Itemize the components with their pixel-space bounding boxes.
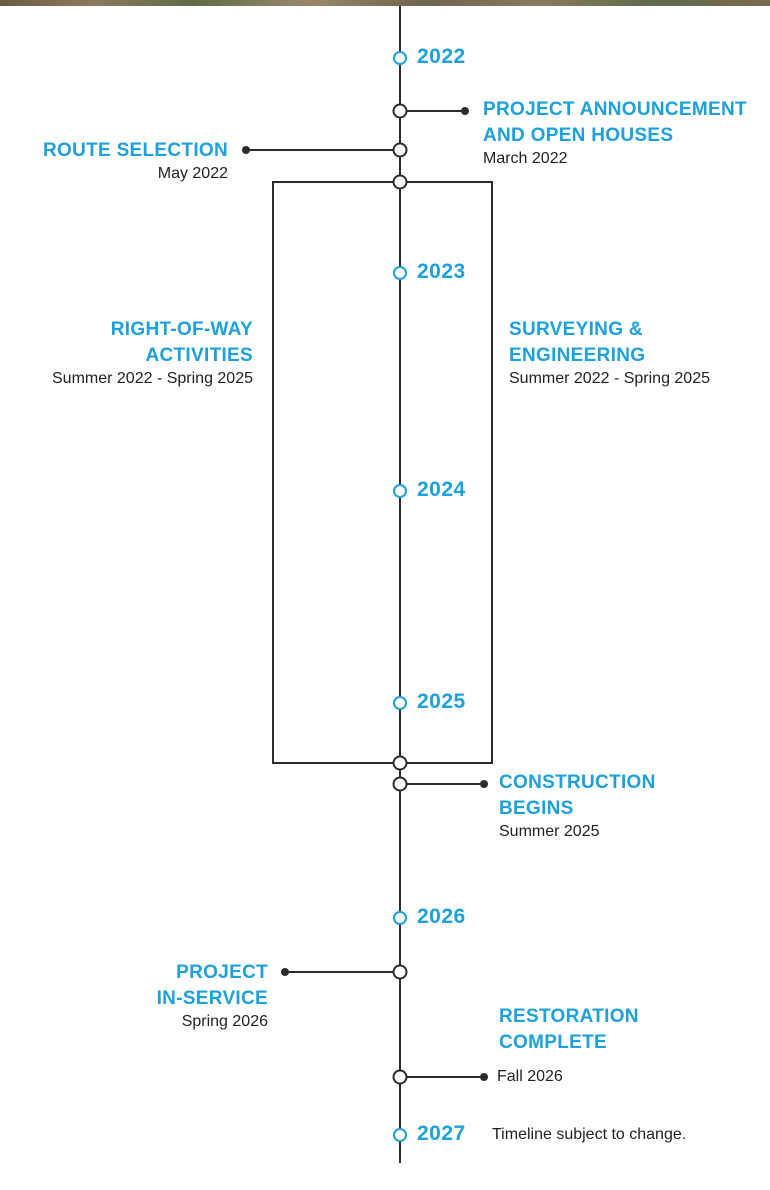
event-right-of-way: RIGHT-OF-WAY ACTIVITIES Summer 2022 - Sp… [52, 317, 253, 389]
node-restoration [392, 1069, 408, 1085]
year-marker-2024 [393, 484, 407, 498]
event-construction: CONSTRUCTION BEGINS Summer 2025 [499, 770, 656, 842]
year-marker-2023 [393, 266, 407, 280]
timeline-note: Timeline subject to change. [492, 1126, 687, 1143]
node-route [392, 142, 408, 158]
inservice-end-dot [281, 968, 289, 976]
row-title-line2: ACTIVITIES [145, 345, 253, 366]
year-marker-2022 [393, 51, 407, 65]
event-in-service: PROJECT IN-SERVICE Spring 2026 [157, 960, 268, 1032]
restoration-title-line1: RESTORATION [499, 1006, 639, 1027]
restoration-end-dot [480, 1073, 488, 1081]
year-label-2024: 2024 [417, 478, 466, 501]
surveying-date: Summer 2022 - Spring 2025 [509, 370, 710, 387]
year-marker-2027 [393, 1128, 407, 1142]
event-surveying: SURVEYING & ENGINEERING Summer 2022 - Sp… [509, 317, 710, 389]
year-label-2023: 2023 [417, 260, 466, 283]
phase-bracket [272, 181, 493, 764]
announcement-title-line1: PROJECT ANNOUNCEMENT [483, 99, 747, 120]
year-marker-2025 [393, 696, 407, 710]
header-photo-strip [0, 0, 770, 6]
event-announcement: PROJECT ANNOUNCEMENT AND OPEN HOUSES Mar… [483, 97, 747, 169]
inservice-date: Spring 2026 [181, 1013, 268, 1030]
inservice-title-line1: PROJECT [176, 962, 268, 983]
surveying-title-line1: SURVEYING & [509, 319, 643, 340]
year-label-2022: 2022 [417, 45, 466, 68]
year-label-2025: 2025 [417, 690, 466, 713]
node-phase-start [392, 174, 408, 190]
construction-title-line1: CONSTRUCTION [499, 772, 656, 793]
restoration-title-line2: COMPLETE [499, 1032, 607, 1053]
row-title-line1: RIGHT-OF-WAY [110, 319, 253, 340]
route-title: ROUTE SELECTION [42, 140, 228, 161]
route-end-dot [242, 146, 250, 154]
year-marker-2026 [393, 911, 407, 925]
construction-end-dot [480, 780, 488, 788]
row-date: Summer 2022 - Spring 2025 [52, 370, 253, 387]
announcement-end-dot [461, 107, 469, 115]
construction-date: Summer 2025 [499, 823, 600, 840]
node-phase-end [392, 755, 408, 771]
announcement-date: March 2022 [483, 150, 568, 167]
event-restoration: RESTORATION COMPLETE [499, 1004, 639, 1056]
surveying-title-line2: ENGINEERING [509, 345, 646, 366]
inservice-title-line2: IN-SERVICE [156, 988, 268, 1009]
node-construction [392, 776, 408, 792]
construction-title-line2: BEGINS [499, 798, 574, 819]
year-label-2026: 2026 [417, 905, 466, 928]
node-announcement [392, 103, 408, 119]
event-route-selection: ROUTE SELECTION May 2022 [43, 138, 228, 184]
year-label-2027: 2027 [417, 1122, 466, 1145]
restoration-date: Fall 2026 [497, 1068, 563, 1085]
route-date: May 2022 [157, 165, 228, 182]
node-inservice [392, 964, 408, 980]
announcement-title-line2: AND OPEN HOUSES [483, 125, 674, 146]
